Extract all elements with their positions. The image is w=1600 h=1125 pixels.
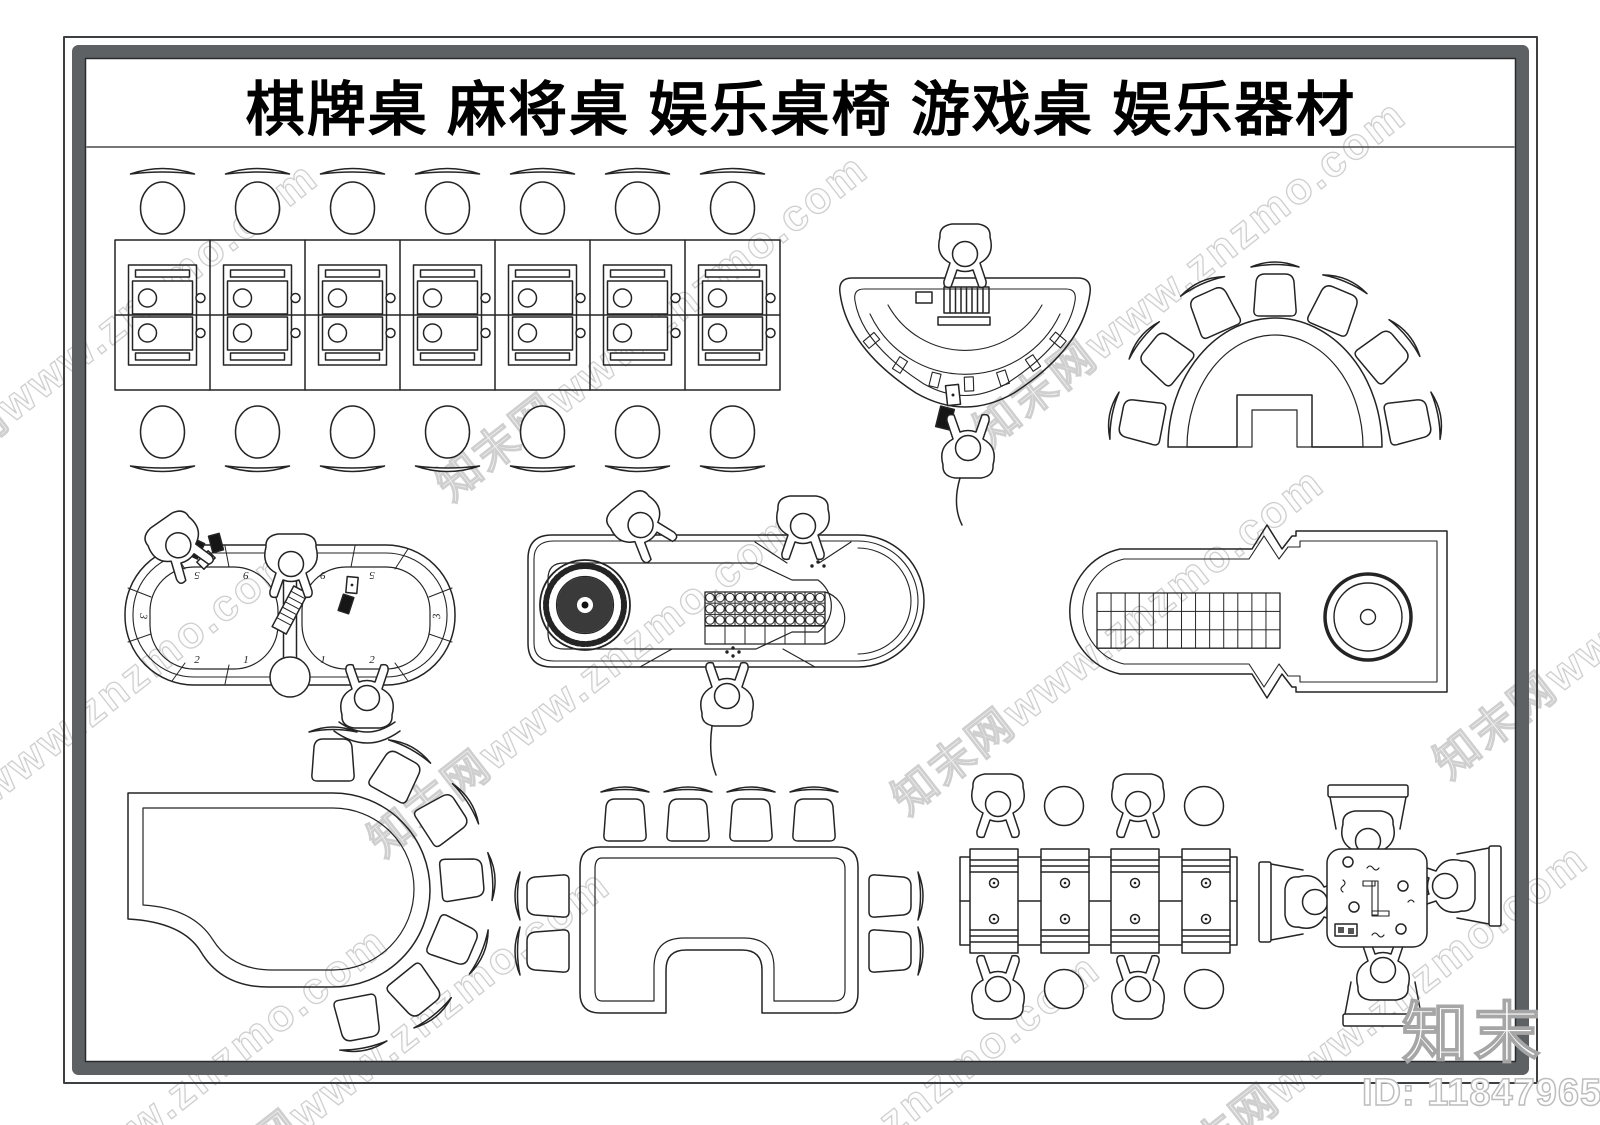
game-machine (1040, 848, 1090, 954)
block-arcade-machine-row (959, 773, 1238, 1020)
table-number: 9 (243, 569, 249, 581)
mahjong-tabletop (1326, 848, 1428, 948)
chair (329, 992, 389, 1056)
chair (1350, 315, 1425, 389)
chair (663, 786, 713, 842)
chair (1104, 390, 1168, 450)
player-figure (700, 661, 754, 727)
betting-grid (1096, 592, 1281, 649)
stool (1043, 785, 1085, 827)
block-mahjong-table (1259, 785, 1501, 1026)
player-figure (138, 504, 220, 589)
table-number: 5 (194, 569, 200, 581)
chair (726, 786, 776, 842)
stool (1183, 968, 1225, 1010)
croupier-figure (776, 495, 830, 561)
chair (364, 734, 434, 807)
block-blackjack-dealer-table (839, 223, 1091, 526)
player-figure (340, 663, 394, 729)
player-figure (264, 533, 318, 599)
chair (414, 405, 481, 473)
chair (410, 780, 484, 852)
game-machine (969, 848, 1019, 954)
chair (789, 786, 839, 842)
sheet-frame (63, 36, 1538, 1084)
player-figure (1111, 773, 1165, 839)
chair (129, 167, 196, 235)
chair (129, 405, 196, 473)
player-figure (971, 954, 1025, 1020)
chair (699, 167, 766, 235)
resource-id: ID: 1184796502 (1361, 1071, 1600, 1115)
game-machine (1181, 848, 1231, 954)
table-number: 3 (431, 613, 444, 621)
table-number: 2 (369, 654, 375, 666)
table-number: 5 (369, 569, 375, 581)
chair (382, 958, 456, 1033)
block-roulette-table-plain (1069, 524, 1448, 699)
block-machine-table-row (114, 167, 781, 473)
player-figure (941, 413, 995, 479)
stool (269, 656, 311, 698)
table-number: 1 (320, 654, 326, 666)
chair (414, 167, 481, 235)
chair (600, 786, 650, 842)
dice-dots (725, 560, 826, 658)
block-semicircle-game-table (1104, 261, 1446, 450)
chair (868, 926, 924, 976)
chair (514, 926, 570, 976)
table-number: 1 (243, 654, 249, 666)
chair (514, 871, 570, 921)
game-machine (1110, 848, 1160, 954)
table-number: 2 (194, 654, 200, 666)
chair (509, 167, 576, 235)
table-number: 3 (137, 612, 150, 620)
chip-rack (271, 585, 309, 635)
table-number: 9 (320, 569, 326, 581)
chair (1302, 269, 1370, 340)
score-device (1334, 923, 1358, 937)
roulette-wheel (539, 559, 631, 651)
chip-tray (943, 286, 990, 314)
block-roulette-table-staffed (527, 484, 925, 776)
chair (868, 871, 924, 921)
chair (1124, 317, 1199, 391)
stool (1043, 968, 1085, 1010)
chair (224, 167, 291, 235)
player-figure (971, 773, 1025, 839)
chair (604, 405, 671, 473)
betting-grid (704, 591, 826, 627)
block-craps-table: 5 9 2 1 3 9 5 1 2 3 (124, 504, 456, 744)
chair (423, 909, 494, 977)
stool (1183, 785, 1225, 827)
brand-logo: 知末 (1401, 995, 1546, 1071)
chair (224, 405, 291, 473)
chair (319, 167, 386, 235)
betting-spots (862, 331, 1067, 392)
chair (699, 405, 766, 473)
chair (604, 167, 671, 235)
chair (438, 851, 498, 906)
page-title: 棋牌桌 麻将桌 娱乐桌椅 游戏桌 娱乐器材 (245, 77, 1357, 143)
croupier-figure (600, 484, 683, 569)
chair (308, 726, 358, 782)
chair (509, 405, 576, 473)
block-notched-rect-table (514, 786, 924, 1014)
chair (319, 405, 386, 473)
chair (1250, 261, 1300, 317)
chair (1177, 271, 1246, 342)
chair (1382, 390, 1446, 450)
tile-stand (1362, 880, 1390, 917)
block-horseshoe-table (127, 726, 498, 1056)
player-figure (1111, 954, 1165, 1020)
roulette-wheel (1323, 572, 1413, 662)
